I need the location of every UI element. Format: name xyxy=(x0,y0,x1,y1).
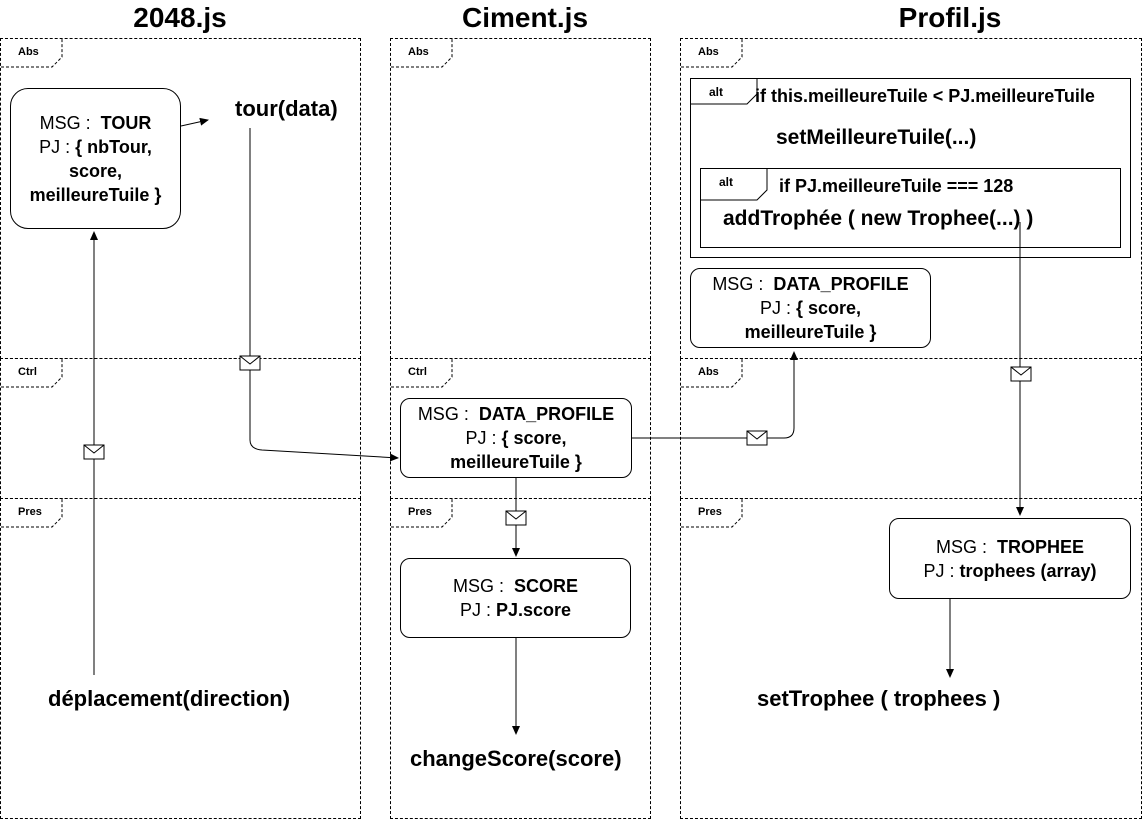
lane-tab-label: Pres xyxy=(18,506,42,518)
pj-value: meilleureTuile } xyxy=(744,322,877,342)
lane-tab-label: Ctrl xyxy=(408,366,427,378)
payload-line: PJ : { score, xyxy=(465,426,566,450)
lane-tab-shape xyxy=(681,359,743,388)
call-deplacement: déplacement(direction) xyxy=(48,686,291,711)
lane-tab-ctrl: Ctrl xyxy=(1,359,63,388)
message-box-ciment-ctrl: MSG : DATA_PROFILE PJ : { score, meilleu… xyxy=(400,398,632,478)
alt-tab: alt xyxy=(701,169,768,201)
alt-tag: alt xyxy=(719,175,734,189)
lane-tab-shape xyxy=(1,359,63,388)
payload-line: PJ : trophees (array) xyxy=(923,559,1096,583)
column-title-ciment: Ciment.js xyxy=(461,2,589,33)
envelope-icon xyxy=(239,355,261,371)
message-line: MSG : SCORE xyxy=(453,574,578,598)
alt-tab-shape xyxy=(691,79,758,105)
pj-value: score, xyxy=(68,160,123,181)
lane-tab-abs: Abs xyxy=(681,39,743,68)
alt-tab-shape xyxy=(701,169,768,201)
alt-tag: alt xyxy=(709,85,724,99)
column-title-profil: Profil.js xyxy=(898,2,1002,33)
lane-tab-shape xyxy=(391,359,453,388)
message-box-profil-abs: MSG : DATA_PROFILE PJ : { score, meilleu… xyxy=(690,268,931,348)
msg-prefix: MSG : xyxy=(712,274,764,294)
pj-prefix: PJ : xyxy=(465,428,497,448)
lane-tab-abs: Abs xyxy=(1,39,63,68)
call-tour-data: tour(data) xyxy=(235,96,338,121)
envelope-icon xyxy=(1010,366,1032,382)
call-add-trophee: addTrophée ( new Trophee(...) ) xyxy=(723,207,1034,230)
message-box-tour: MSG : TOUR PJ : { nbTour, score, meilleu… xyxy=(10,88,181,229)
lane-tab-label: Pres xyxy=(408,506,432,518)
pj-prefix: PJ : xyxy=(759,298,791,318)
lane-tab-label: Abs xyxy=(408,46,429,58)
msg-value: DATA_PROFILE xyxy=(478,404,615,424)
connector-tour-to-ciment xyxy=(249,128,399,462)
connector-tour-to-call xyxy=(180,117,209,127)
pj-prefix: PJ : xyxy=(923,560,955,581)
lane-tab-shape xyxy=(1,499,63,528)
lane-tab-label: Abs xyxy=(698,366,719,378)
lane-tab-shape xyxy=(681,499,743,528)
envelope-icon xyxy=(83,444,105,460)
message-line: MSG : TOUR xyxy=(40,111,152,135)
payload-line: PJ : { score, xyxy=(760,296,861,320)
msg-prefix: MSG : xyxy=(935,536,987,557)
pj-value: { score, xyxy=(795,298,862,318)
lane-tab-pres: Pres xyxy=(391,499,453,528)
lane-tab-label: Abs xyxy=(698,46,719,58)
message-line: MSG : DATA_PROFILE xyxy=(712,272,908,296)
pj-value: meilleureTuile } xyxy=(450,452,582,472)
envelope-icon xyxy=(746,430,768,446)
msg-value: SCORE xyxy=(514,576,579,596)
message-line: MSG : TROPHEE xyxy=(936,535,1084,559)
pj-prefix: PJ : xyxy=(39,136,71,157)
lane-tab-ctrl: Ctrl xyxy=(391,359,453,388)
lane-tab-pres: Pres xyxy=(1,499,63,528)
payload-line: PJ : PJ.score xyxy=(460,598,571,622)
msg-value: DATA_PROFILE xyxy=(773,274,909,294)
pj-value: { nbTour, xyxy=(75,136,152,157)
connector-ciment-to-profil xyxy=(632,351,798,439)
lane-tab-pres: Pres xyxy=(681,499,743,528)
msg-prefix: MSG : xyxy=(417,404,469,424)
msg-prefix: MSG : xyxy=(452,576,504,596)
pj-prefix: PJ : xyxy=(459,600,491,620)
alt-tab: alt xyxy=(691,79,758,105)
msg-value: TOUR xyxy=(100,112,152,133)
alt-condition: if PJ.meilleureTuile === 128 xyxy=(779,176,1014,196)
lane-tab-label: Pres xyxy=(698,506,722,518)
msg-value: TROPHEE xyxy=(997,536,1085,557)
column-title-2048: 2048.js xyxy=(133,2,227,33)
call-set-trophee: setTrophee ( trophees ) xyxy=(757,686,1001,711)
message-line: MSG : DATA_PROFILE xyxy=(418,402,614,426)
payload-line: PJ : { nbTour, xyxy=(39,135,152,159)
call-change-score: changeScore(score) xyxy=(410,746,622,771)
pj-value: meilleureTuile } xyxy=(29,184,162,205)
message-box-profil-trophee: MSG : TROPHEE PJ : trophees (array) xyxy=(889,518,1131,599)
lane-tab-shape xyxy=(681,39,743,68)
alt-frame-inner: alt if PJ.meilleureTuile === 128 addTrop… xyxy=(700,168,1121,248)
alt-frame-outer: alt if this.meilleureTuile < PJ.meilleur… xyxy=(690,78,1131,258)
lane-tab-shape xyxy=(391,499,453,528)
envelope-icon xyxy=(505,510,527,526)
pj-value: trophees (array) xyxy=(959,560,1097,581)
lane-tab-abs: Abs xyxy=(391,39,453,68)
call-set-meilleure-tuile: setMeilleureTuile(...) xyxy=(776,126,977,149)
lane-tab-label: Ctrl xyxy=(18,366,37,378)
lane-tab-label: Abs xyxy=(18,46,39,58)
lane-tab-abs: Abs xyxy=(681,359,743,388)
pj-value: { score, xyxy=(501,428,567,448)
lane-tab-shape xyxy=(391,39,453,68)
message-box-ciment-score: MSG : SCORE PJ : PJ.score xyxy=(400,558,631,638)
lane-tab-shape xyxy=(1,39,63,68)
pj-value: PJ.score xyxy=(495,600,572,620)
msg-prefix: MSG : xyxy=(39,112,91,133)
alt-condition: if this.meilleureTuile < PJ.meilleureTui… xyxy=(755,86,1095,106)
